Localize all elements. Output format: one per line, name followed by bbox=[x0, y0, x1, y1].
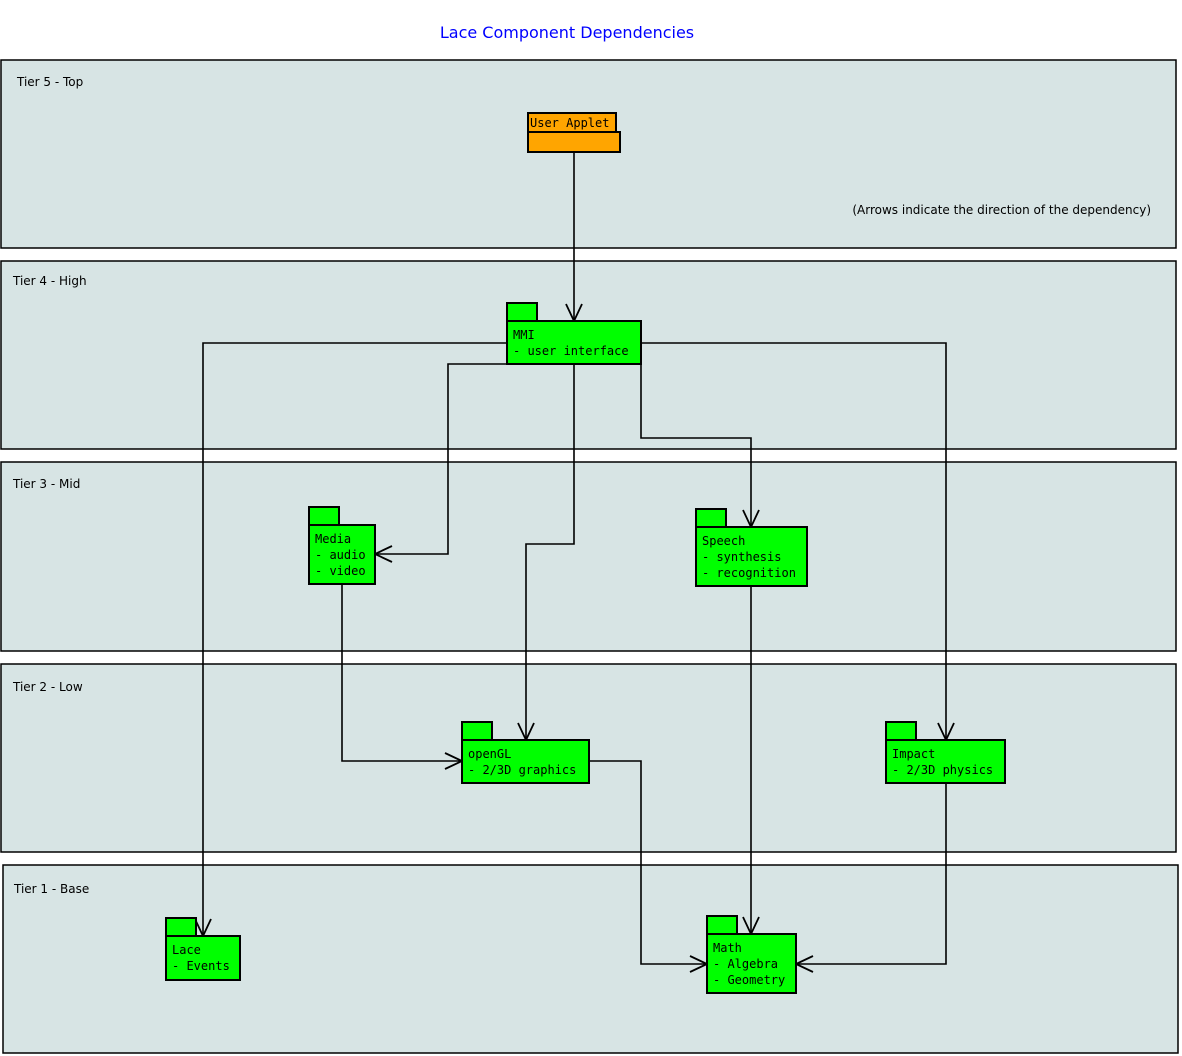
package-feature: - audio bbox=[315, 548, 366, 562]
package-name: Math bbox=[713, 941, 742, 955]
package-name: Lace bbox=[172, 943, 201, 957]
package-feature: - recognition bbox=[702, 566, 796, 580]
tier-band bbox=[0, 59, 1177, 249]
package-name: openGL bbox=[468, 747, 511, 761]
tier-label: Tier 1 - Base bbox=[13, 882, 89, 896]
package-feature: - Events bbox=[172, 959, 230, 973]
package-tab bbox=[165, 917, 197, 937]
package-feature: - video bbox=[315, 564, 366, 578]
package-tab bbox=[706, 915, 738, 935]
package-tab bbox=[461, 721, 493, 741]
package-name: Impact bbox=[892, 747, 935, 761]
package-name: MMI bbox=[513, 328, 535, 342]
package-body bbox=[695, 526, 808, 587]
tier-label: Tier 2 - Low bbox=[12, 680, 83, 694]
package-tab bbox=[308, 506, 340, 526]
package-body bbox=[308, 524, 376, 585]
package-impact[interactable]: Impact - 2/3D physics bbox=[885, 721, 1006, 784]
tier-label: Tier 3 - Mid bbox=[12, 477, 80, 491]
package-feature: - Algebra bbox=[713, 957, 778, 971]
package-feature: - 2/3D graphics bbox=[468, 763, 576, 777]
package-body bbox=[506, 320, 642, 365]
package-opengl[interactable]: openGL - 2/3D graphics bbox=[461, 721, 590, 784]
package-tab bbox=[885, 721, 917, 741]
package-name: Speech bbox=[702, 534, 745, 548]
package-lace[interactable]: Lace - Events bbox=[165, 917, 241, 981]
package-name: User Applet bbox=[530, 116, 609, 130]
tier-band bbox=[0, 461, 1177, 652]
package-body bbox=[165, 935, 241, 981]
direction-note: (Arrows indicate the direction of the de… bbox=[852, 203, 1151, 217]
package-tab bbox=[506, 302, 538, 322]
package-body bbox=[527, 131, 621, 153]
package-feature: - user interface bbox=[513, 344, 629, 358]
package-feature: - synthesis bbox=[702, 550, 781, 564]
tier-label: Tier 4 - High bbox=[12, 274, 87, 288]
package-math[interactable]: Math - Algebra - Geometry bbox=[706, 915, 797, 994]
package-mmi[interactable]: MMI - user interface bbox=[506, 302, 642, 365]
package-name: Media bbox=[315, 532, 351, 546]
package-tab bbox=[695, 508, 727, 528]
tier-label: Tier 5 - Top bbox=[16, 75, 83, 89]
package-body bbox=[461, 739, 590, 784]
package-media[interactable]: Media - audio - video bbox=[308, 506, 376, 585]
package-body bbox=[885, 739, 1006, 784]
package-speech[interactable]: Speech - synthesis - recognition bbox=[695, 508, 808, 587]
diagram-title: Lace Component Dependencies bbox=[440, 23, 694, 42]
package-user-applet[interactable]: User Applet bbox=[527, 112, 621, 153]
package-feature: - 2/3D physics bbox=[892, 763, 993, 777]
package-body bbox=[706, 933, 797, 994]
package-feature: - Geometry bbox=[713, 973, 785, 987]
